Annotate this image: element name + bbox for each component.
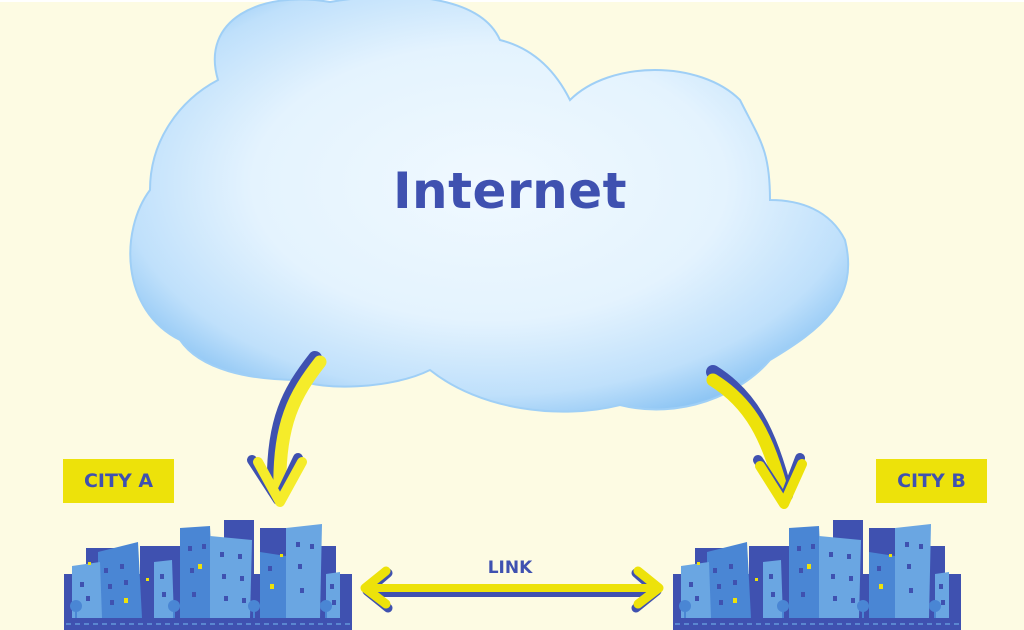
- arrow-internet-to-city-a: [247, 351, 327, 507]
- city-b-skyline: [672, 519, 962, 630]
- arrow-internet-to-city-b: [706, 365, 807, 509]
- city-a-label: CITY A: [63, 459, 174, 503]
- internet-label: Internet: [392, 162, 628, 220]
- city-b-label: CITY B: [876, 459, 987, 503]
- internet-cloud: [129, 0, 850, 413]
- link-double-arrow: [360, 566, 664, 613]
- city-a-skyline: [63, 519, 353, 630]
- top-border: [0, 0, 1024, 2]
- link-label: LINK: [487, 558, 533, 578]
